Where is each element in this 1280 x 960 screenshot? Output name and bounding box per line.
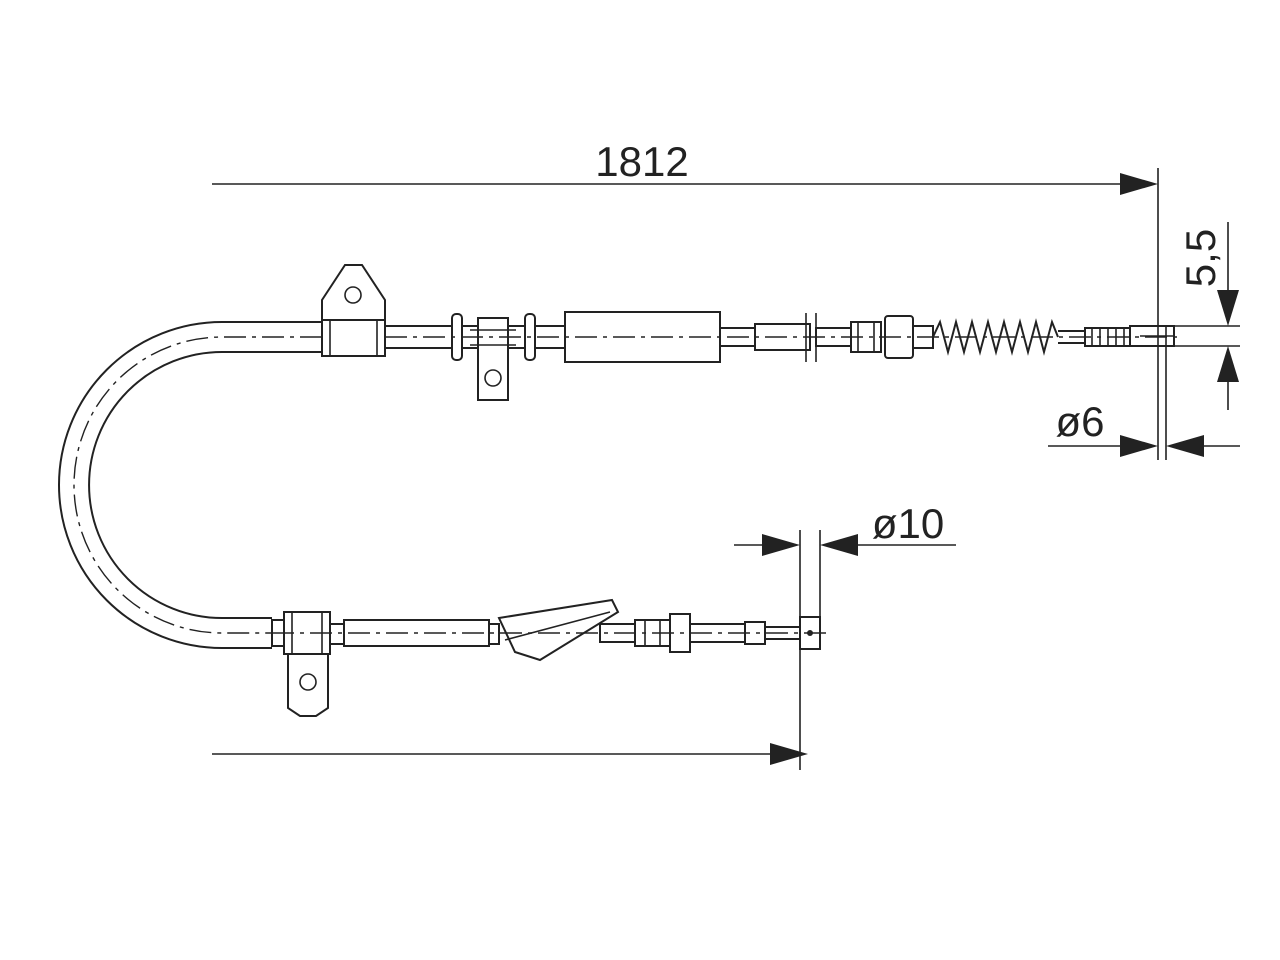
start-diameter-label: ø10	[872, 500, 944, 547]
wedge-guide	[497, 598, 620, 662]
end-diameter-label: ø6	[1055, 398, 1104, 445]
start-diameter-dimension: ø10	[734, 500, 956, 770]
end-diameter-dimension: ø6	[1048, 326, 1240, 460]
upper-mounting-bracket	[321, 264, 386, 357]
cable-sheath-bend	[58, 321, 322, 649]
lower-mounting-bracket	[283, 611, 331, 717]
upper-hanging-clip	[470, 317, 516, 401]
length-dimension: 1812	[212, 138, 1159, 765]
end-height-dimension: 5,5	[1174, 222, 1240, 410]
upper-cable-run	[321, 264, 1180, 401]
lower-cable-run	[271, 598, 832, 717]
end-height-label: 5,5	[1177, 229, 1224, 287]
length-label: 1812	[595, 138, 688, 185]
return-spring	[932, 318, 1059, 356]
